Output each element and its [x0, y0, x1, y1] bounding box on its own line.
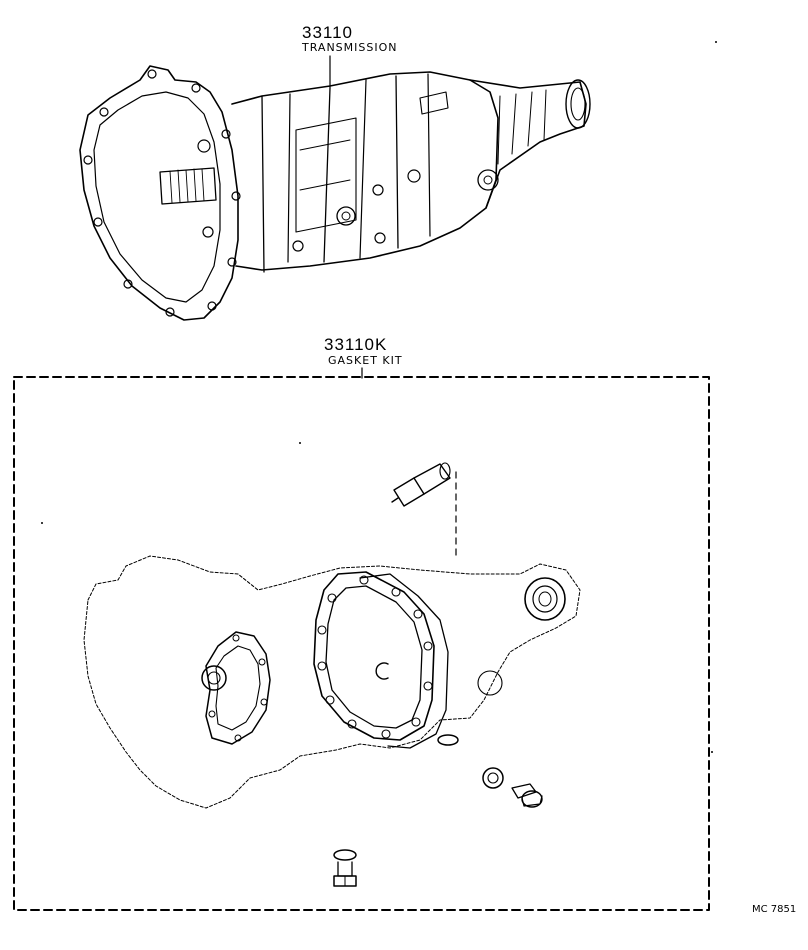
gasket-kit-illustration	[83, 462, 581, 887]
drawing-code: MC 7851	[752, 904, 797, 915]
gasket-kit-boundary	[13, 376, 710, 911]
gasket-kit-part-number: 33110K	[324, 335, 388, 354]
transmission-illustration	[79, 55, 591, 321]
transmission-part-number: 33110	[302, 23, 354, 42]
transmission-part-name: TRANSMISSION	[302, 41, 398, 54]
gasket-kit-part-name: GASKET KIT	[328, 354, 403, 367]
